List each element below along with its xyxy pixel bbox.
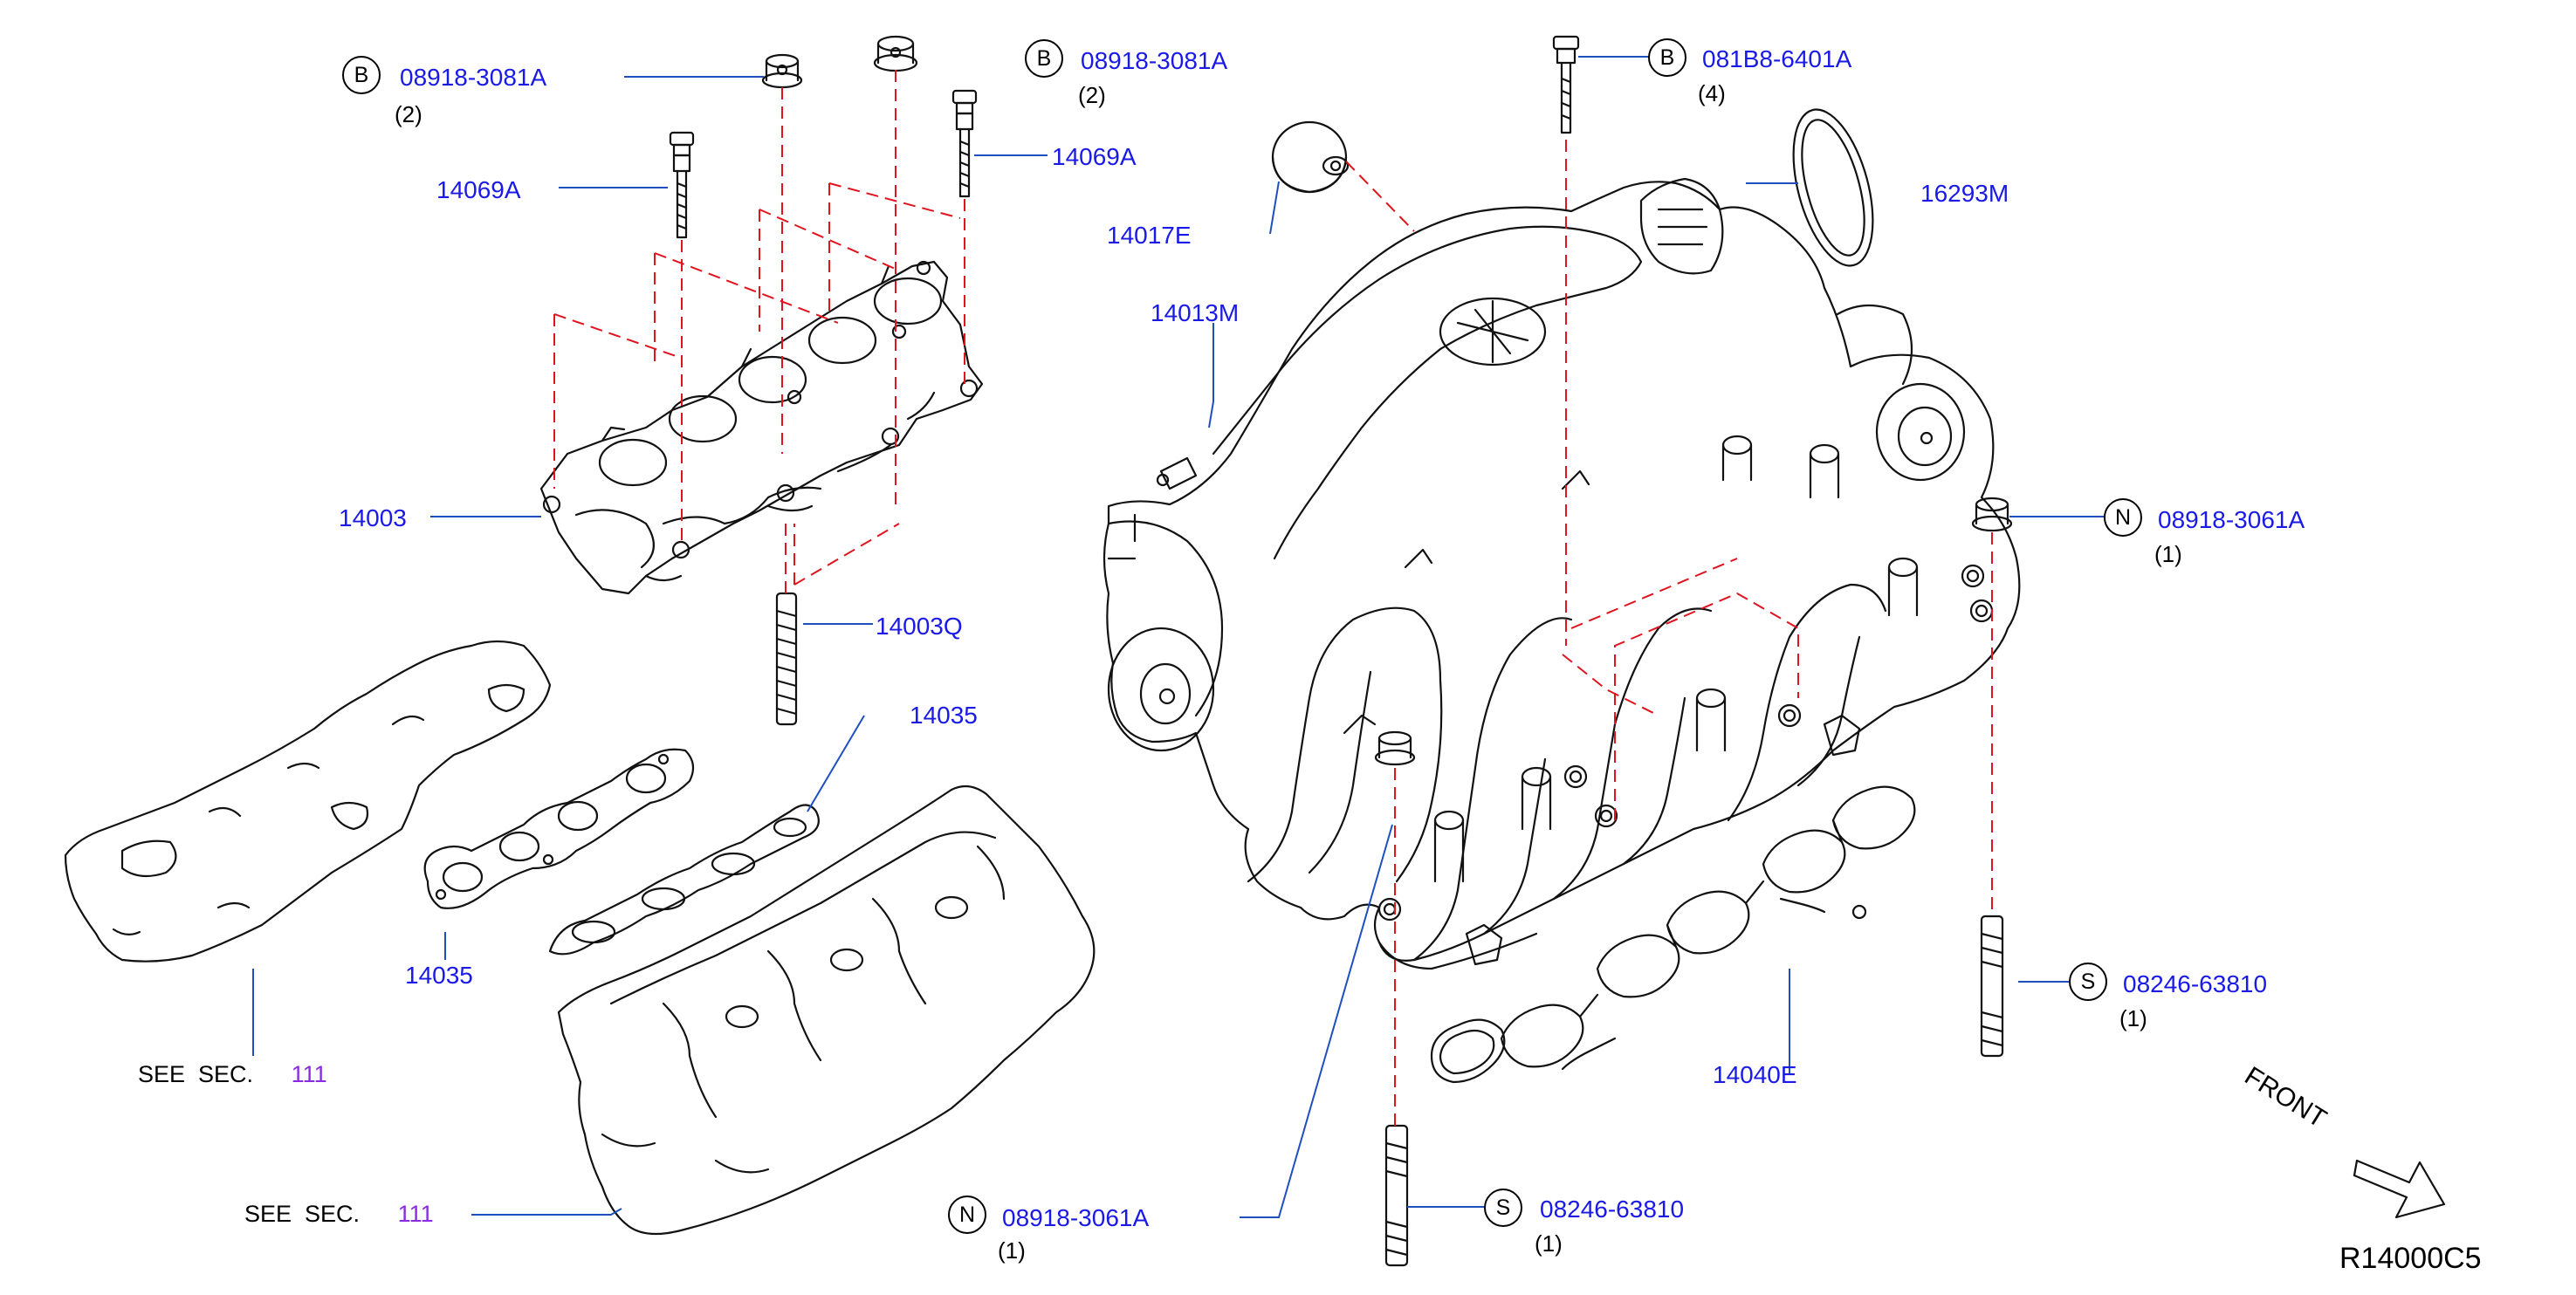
nut-08918-3061a-bottom	[1374, 730, 1416, 766]
b-circle-left: B	[342, 56, 381, 94]
part-14003q[interactable]: 14003Q	[876, 613, 963, 640]
see-section-upper: SEE SEC. 111	[138, 1063, 327, 1086]
part-08918-3081a-mid[interactable]: 08918-3081A	[1081, 47, 1228, 74]
bolt-14069a-right	[951, 89, 978, 198]
cap-14017e	[1271, 120, 1350, 194]
part-14040e[interactable]: 14040E	[1713, 1061, 1797, 1088]
gasket-14040e	[1430, 785, 1916, 1084]
qty-08918-3081a-left: (2)	[395, 101, 422, 127]
part-16293m[interactable]: 16293M	[1920, 180, 2009, 207]
n-circle-bottom: N	[948, 1196, 986, 1234]
cylinder-head-front	[557, 785, 1096, 1236]
qty-081b8-6401a: (4)	[1698, 80, 1726, 106]
flange-nut-mid	[873, 35, 918, 72]
see-section-upper-number[interactable]: 111	[291, 1061, 327, 1087]
part-14013m[interactable]: 14013M	[1151, 299, 1240, 326]
qty-08246-63810-bottom: (1)	[1535, 1230, 1563, 1257]
see-section-upper-label: SEE SEC.	[138, 1061, 254, 1087]
part-08246-63810-bottom[interactable]: 08246-63810	[1540, 1196, 1685, 1223]
qty-08918-3061a-right: (1)	[2154, 541, 2182, 567]
b-circle-top: B	[1648, 38, 1686, 77]
qty-08918-3081a-mid: (2)	[1078, 82, 1106, 108]
stud-08246-63810-right	[1980, 915, 2004, 1058]
front-arrow-icon	[2353, 1159, 2446, 1219]
part-14035-bottom[interactable]: 14035	[405, 962, 473, 989]
see-section-lower: SEE SEC. 111	[244, 1202, 434, 1226]
see-section-lower-number[interactable]: 111	[397, 1201, 434, 1227]
b-circle-mid: B	[1025, 39, 1063, 78]
nut-08918-3061a-right	[1971, 497, 2013, 532]
part-14069a-right[interactable]: 14069A	[1052, 143, 1137, 170]
gasket-14035-left	[423, 748, 695, 909]
flange-nut-left	[761, 53, 803, 89]
stud-08246-63810-bottom	[1384, 1124, 1409, 1267]
part-14069a-left[interactable]: 14069A	[436, 176, 521, 203]
part-08918-3061a-right[interactable]: 08918-3061A	[2158, 506, 2305, 533]
part-081b8-6401a[interactable]: 081B8-6401A	[1702, 45, 1852, 72]
intake-collector	[1103, 177, 2021, 970]
n-circle-right: N	[2104, 498, 2142, 537]
part-14003[interactable]: 14003	[339, 504, 407, 531]
see-section-lower-label: SEE SEC.	[244, 1201, 361, 1227]
s-circle-bottom: S	[1484, 1189, 1522, 1227]
part-08918-3061a-bottom[interactable]: 08918-3061A	[1002, 1204, 1150, 1231]
cylinder-head-rear	[64, 640, 552, 963]
diagram-id: R14000C5	[2339, 1242, 2482, 1275]
part-08918-3081a-left[interactable]: 08918-3081A	[400, 64, 547, 91]
qty-08918-3061a-bottom: (1)	[998, 1237, 1026, 1264]
bolt-14069a-left	[669, 131, 695, 239]
part-08246-63810-right[interactable]: 08246-63810	[2123, 970, 2268, 997]
part-14017e[interactable]: 14017E	[1107, 222, 1192, 249]
lower-intake-manifold	[539, 260, 984, 595]
o-ring-16293m	[1792, 108, 1874, 267]
qty-08246-63810-right: (1)	[2119, 1005, 2147, 1031]
s-circle-right: S	[2069, 963, 2107, 1001]
bolt-081b8-6401a	[1552, 35, 1580, 134]
part-14035-top[interactable]: 14035	[910, 702, 978, 729]
stud-14003q	[775, 592, 798, 726]
gasket-14035-right	[548, 804, 820, 956]
